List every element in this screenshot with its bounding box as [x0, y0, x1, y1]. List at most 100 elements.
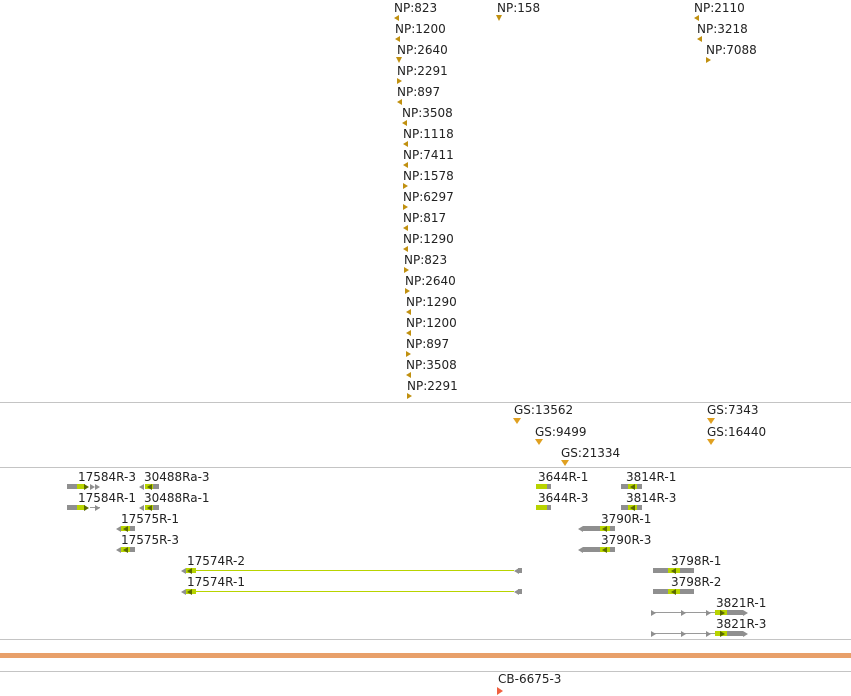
gs-feature-label[interactable]: GS:9499: [535, 425, 587, 439]
transcript-label[interactable]: 3644R-1: [538, 470, 589, 484]
np-marker-icon[interactable]: [407, 393, 412, 399]
np-feature-label[interactable]: NP:1578: [403, 169, 454, 183]
transcript-label[interactable]: 3798R-2: [671, 575, 722, 589]
np-feature-label[interactable]: NP:7411: [403, 148, 454, 162]
transcript-label[interactable]: 17584R-1: [78, 491, 136, 505]
gs-marker-icon[interactable]: [707, 439, 715, 445]
gs-marker-icon[interactable]: [535, 439, 543, 445]
transcript-label[interactable]: 3814R-1: [626, 470, 677, 484]
transcript-label[interactable]: 17575R-3: [121, 533, 179, 547]
transcript-label[interactable]: 3790R-3: [601, 533, 652, 547]
strand-arrow-icon: [681, 609, 686, 616]
gene-intron: [196, 570, 514, 571]
np-feature-label[interactable]: NP:3508: [402, 106, 453, 120]
transcript-label[interactable]: 17575R-1: [121, 512, 179, 526]
np-feature-label[interactable]: NP:1290: [403, 232, 454, 246]
strand-arrow-icon: [651, 630, 656, 637]
np-feature-label[interactable]: NP:1290: [406, 295, 457, 309]
gene-exon: [536, 484, 547, 489]
np-marker-icon[interactable]: [405, 288, 410, 294]
np-feature-label[interactable]: NP:2640: [397, 43, 448, 57]
np-feature-label[interactable]: NP:1200: [406, 316, 457, 330]
transcript-label[interactable]: 3798R-1: [671, 554, 722, 568]
np-marker-icon[interactable]: [694, 15, 699, 21]
np-feature-label[interactable]: NP:158: [497, 1, 541, 15]
np-feature-label[interactable]: NP:2291: [397, 64, 448, 78]
gene-utr: [621, 484, 628, 489]
gene-utr: [583, 547, 600, 552]
strand-arrow-icon: [681, 630, 686, 637]
np-marker-icon[interactable]: [403, 162, 408, 168]
np-feature-label[interactable]: NP:897: [397, 85, 441, 99]
transcript-label[interactable]: 3821R-3: [716, 617, 767, 631]
gene-utr: [610, 526, 615, 531]
np-feature-label[interactable]: NP:1200: [395, 22, 446, 36]
np-marker-icon[interactable]: [404, 267, 409, 273]
strand-arrow-icon: [123, 525, 128, 532]
np-marker-icon[interactable]: [402, 120, 407, 126]
gs-marker-icon[interactable]: [561, 460, 569, 466]
np-marker-icon[interactable]: [406, 372, 411, 378]
track-separator: [0, 639, 851, 640]
np-marker-icon[interactable]: [406, 309, 411, 315]
np-marker-icon[interactable]: [397, 99, 402, 105]
transcript-label[interactable]: 30488Ra-3: [144, 470, 210, 484]
cb-marker-icon[interactable]: [497, 687, 503, 695]
gs-marker-icon[interactable]: [707, 418, 715, 424]
cb-feature-label[interactable]: CB-6675-3: [498, 672, 562, 686]
transcript-label[interactable]: 17574R-1: [187, 575, 245, 589]
transcript-label[interactable]: 3821R-1: [716, 596, 767, 610]
np-feature-label[interactable]: NP:6297: [403, 190, 454, 204]
np-feature-label[interactable]: NP:3508: [406, 358, 457, 372]
gs-marker-icon[interactable]: [513, 418, 521, 424]
np-feature-label[interactable]: NP:1118: [403, 127, 454, 141]
gene-exon: [77, 505, 85, 510]
strand-arrow-icon: [116, 546, 121, 553]
gene-utr: [583, 526, 600, 531]
gs-feature-label[interactable]: GS:13562: [514, 403, 574, 417]
np-feature-label[interactable]: NP:823: [394, 1, 438, 15]
np-marker-icon[interactable]: [403, 225, 408, 231]
np-feature-label[interactable]: NP:3218: [697, 22, 748, 36]
strand-arrow-icon: [84, 504, 89, 511]
np-marker-icon[interactable]: [394, 15, 399, 21]
transcript-label[interactable]: 3814R-3: [626, 491, 677, 505]
strand-arrow-icon: [139, 483, 144, 490]
transcript-label[interactable]: 17574R-2: [187, 554, 245, 568]
np-marker-icon[interactable]: [406, 330, 411, 336]
np-marker-icon[interactable]: [397, 78, 402, 84]
np-marker-icon[interactable]: [403, 183, 408, 189]
np-marker-icon[interactable]: [395, 36, 400, 42]
gene-utr: [680, 589, 694, 594]
strand-arrow-icon: [147, 483, 152, 490]
np-feature-label[interactable]: NP:823: [404, 253, 448, 267]
strand-arrow-icon: [630, 504, 635, 511]
transcript-label[interactable]: 17584R-3: [78, 470, 136, 484]
gs-feature-label[interactable]: GS:16440: [707, 425, 767, 439]
gene-utr: [653, 568, 668, 573]
gene-utr: [130, 526, 135, 531]
strand-arrow-icon: [578, 546, 583, 553]
np-marker-icon[interactable]: [706, 57, 711, 63]
np-feature-label[interactable]: NP:7088: [706, 43, 757, 57]
np-feature-label[interactable]: NP:817: [403, 211, 447, 225]
np-feature-label[interactable]: NP:2640: [405, 274, 456, 288]
np-marker-icon[interactable]: [406, 351, 411, 357]
np-marker-icon[interactable]: [403, 246, 408, 252]
np-marker-icon[interactable]: [496, 15, 502, 21]
np-feature-label[interactable]: NP:2291: [407, 379, 458, 393]
strand-arrow-icon: [187, 567, 192, 574]
np-marker-icon[interactable]: [403, 204, 408, 210]
np-marker-icon[interactable]: [403, 141, 408, 147]
np-feature-label[interactable]: NP:2110: [694, 1, 745, 15]
transcript-label[interactable]: 3790R-1: [601, 512, 652, 526]
transcript-label[interactable]: 3644R-3: [538, 491, 589, 505]
np-marker-icon[interactable]: [396, 57, 402, 63]
strand-arrow-icon: [95, 483, 100, 490]
np-marker-icon[interactable]: [697, 36, 702, 42]
gs-feature-label[interactable]: GS:7343: [707, 403, 759, 417]
strand-arrow-icon: [743, 630, 748, 637]
gs-feature-label[interactable]: GS:21334: [561, 446, 621, 460]
np-feature-label[interactable]: NP:897: [406, 337, 450, 351]
transcript-label[interactable]: 30488Ra-1: [144, 491, 210, 505]
